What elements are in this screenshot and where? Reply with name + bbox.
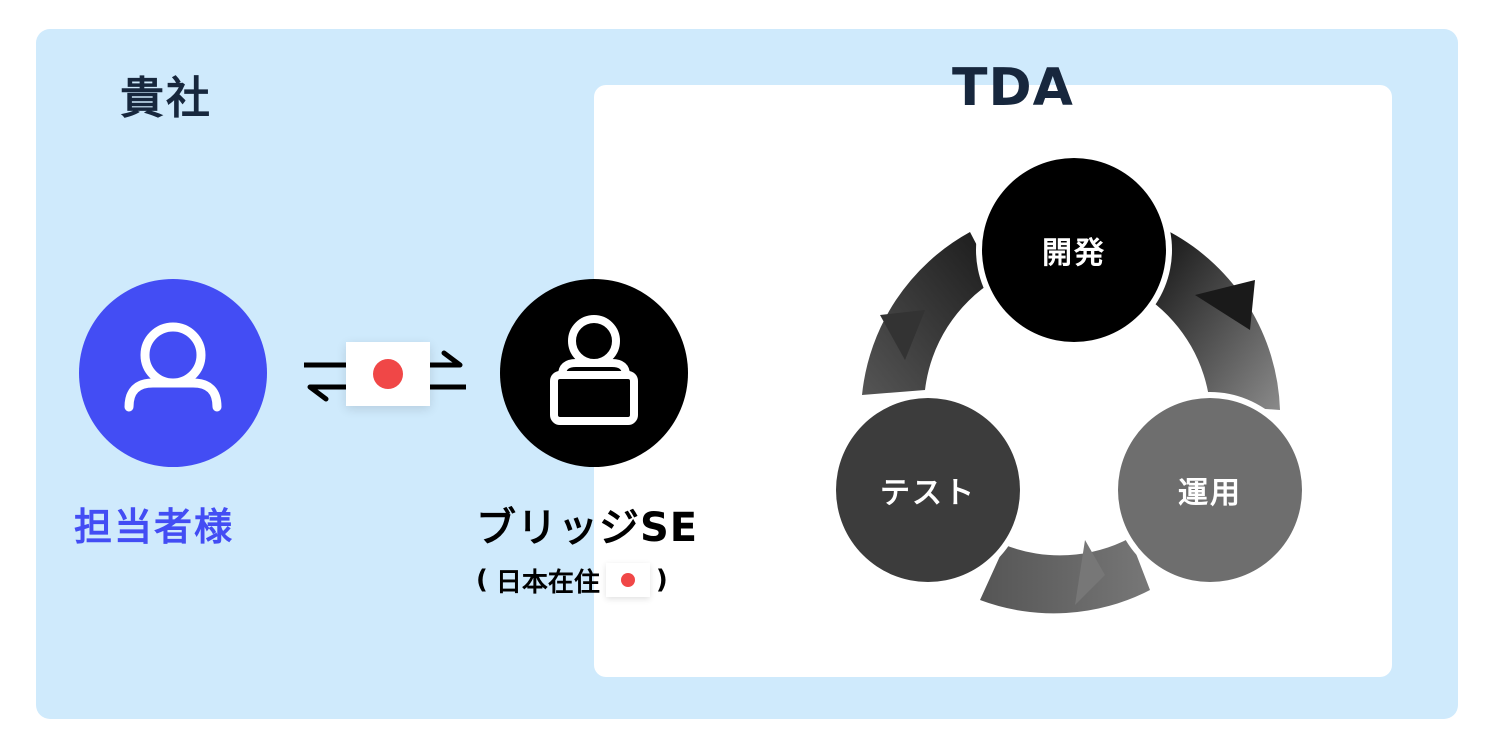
- cycle-arrow-test-to-dev-head: [880, 310, 925, 360]
- stage-development: 開発: [982, 158, 1166, 342]
- residence-close-paren: ): [655, 565, 668, 595]
- bridge-se-avatar: [500, 279, 688, 467]
- japan-flag-icon: [605, 563, 650, 597]
- client-title: 貴社: [120, 73, 212, 124]
- residence-note: ( 日本在住 ): [476, 560, 668, 600]
- person-at-laptop-icon: [550, 315, 638, 425]
- cycle-ring: [862, 232, 1280, 614]
- tda-title: TDA: [952, 58, 1074, 118]
- cycle-arrow-dev-to-ops: [1150, 232, 1280, 410]
- cycle-arrow-test-to-dev: [862, 232, 995, 395]
- person-icon: [124, 322, 222, 412]
- flag-sun: [373, 359, 403, 389]
- stage-operations: 運用: [1118, 398, 1302, 582]
- contact-avatar: [79, 279, 267, 467]
- stage-testing: テスト: [836, 398, 1020, 582]
- residence-open-paren: (: [476, 565, 488, 595]
- residence-text: 日本在住: [495, 567, 600, 598]
- contact-label: 担当者様: [74, 505, 235, 549]
- cycle-arrow-ops-to-test-head: [1075, 540, 1105, 605]
- cycle-arrow-dev-to-ops-head: [1195, 280, 1255, 330]
- japan-flag-icon: [346, 342, 430, 406]
- cycle-arrow-ops-to-test: [980, 538, 1150, 614]
- bridge-se-label: ブリッジSE: [476, 505, 699, 551]
- flag-sun: [620, 573, 635, 587]
